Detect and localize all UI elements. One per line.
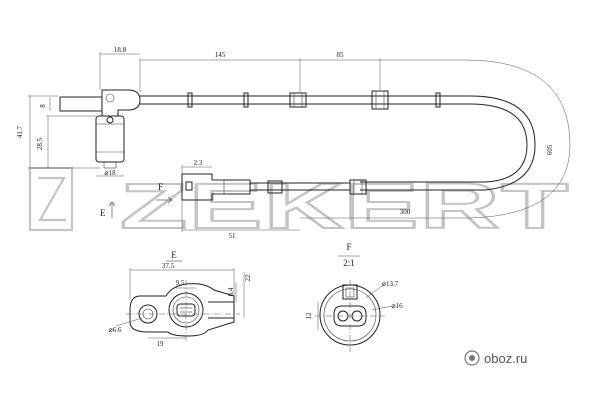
mounting-bracket (59, 96, 103, 112)
site-logo-icon (464, 350, 480, 366)
dim-9-5: 9.5 (176, 279, 185, 287)
cable-outer-bottom (140, 103, 528, 183)
dim-6-6: ⌀6.6 (109, 326, 122, 334)
view-f-pin-housing (333, 305, 367, 327)
view-marker-e: E (100, 208, 106, 218)
dim-13-7: ⌀13.7 (382, 280, 399, 288)
view-f-scale: 2:1 (343, 258, 355, 268)
dim-19: 19 (157, 340, 165, 348)
dim-18: ⌀18 (104, 169, 116, 177)
view-e-title: E (171, 250, 177, 260)
dim-12: 12 (305, 312, 313, 320)
dim-18-8: 18.8 (114, 46, 127, 54)
view-f-title: F (346, 242, 351, 252)
dim-51: 51 (229, 232, 237, 240)
site-logo-icon-dot (469, 355, 475, 361)
view-f: F 2:1 ⌀13.7 ⌀16 12 (305, 242, 403, 352)
dim-145: 145 (215, 51, 226, 59)
dim-16: ⌀16 (391, 302, 403, 310)
dim-37-5: 37.5 (162, 262, 175, 270)
cable-clips (187, 90, 441, 195)
site-logo-text: oboz.ru (484, 351, 527, 366)
sensor-head-bolt (105, 93, 115, 103)
view-markers: E F (100, 182, 173, 218)
cable-lower-grommet (267, 180, 283, 194)
dim-6-4: 6.4 (227, 287, 235, 296)
sensor-head (101, 89, 141, 117)
dim-300: 300 (400, 208, 411, 216)
sensor-stem (95, 115, 125, 163)
view-e: E 37.5 9.5 22 6.4 19 ⌀6.6 (109, 250, 252, 348)
dim-85: 85 (337, 51, 345, 59)
dim-605: 605 (546, 144, 554, 155)
zekert-watermark: ZEKERT (28, 166, 570, 243)
cable-outer-top (140, 95, 536, 191)
sensor-side-view (59, 89, 141, 169)
dim-8: 8 (39, 104, 47, 108)
dim-41-7: 41.7 (16, 125, 24, 138)
connector-latch (185, 181, 193, 191)
sensor-cable (140, 90, 536, 201)
watermark-text: ZEKERT (120, 170, 570, 242)
main-dimensions: 18.8 145 85 605 300 51 2.3 41.7 28.5 8 ⌀… (16, 46, 571, 240)
dim-2-3: 2.3 (194, 159, 203, 167)
dim-605-arc (350, 59, 571, 219)
dim-22: 22 (244, 274, 252, 282)
view-marker-f: F (158, 182, 163, 192)
site-logo: oboz.ru (464, 350, 527, 366)
watermark-logo-z (38, 176, 66, 222)
connector (181, 173, 251, 201)
dim-28-5: 28.5 (36, 137, 44, 150)
